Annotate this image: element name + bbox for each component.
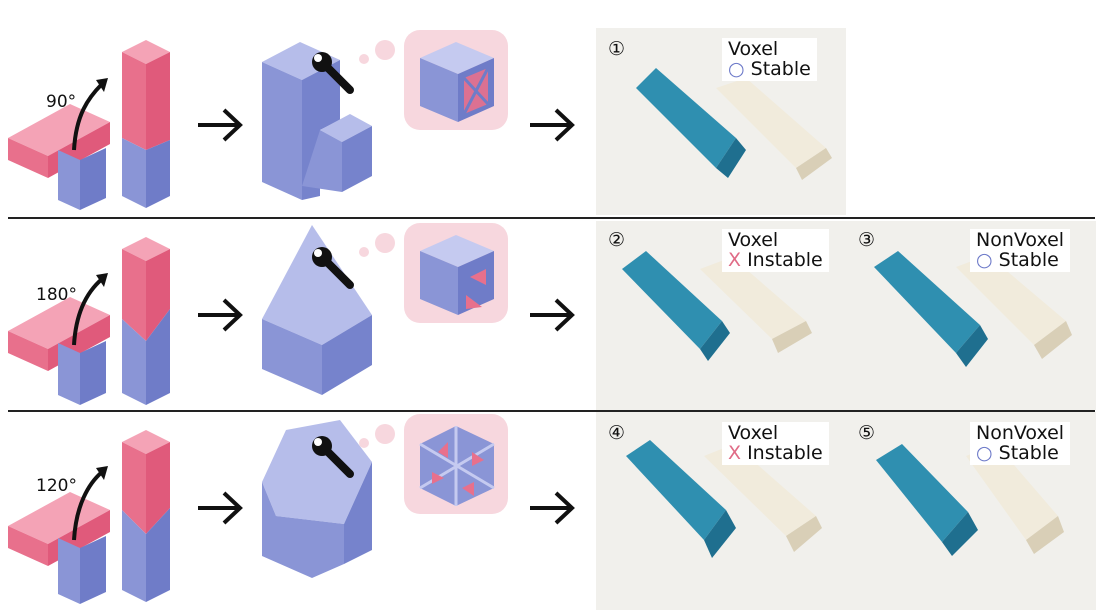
joined-column: [122, 237, 170, 405]
panel-number: ④: [608, 422, 626, 444]
row-divider: [8, 217, 1095, 219]
row-120-illustration: [8, 414, 575, 604]
panel-number: ①: [608, 38, 626, 60]
thought-bubble-icon: [359, 438, 369, 448]
row-90-illustration: [8, 30, 575, 210]
curved-arrow-icon: [72, 470, 104, 541]
panel-type: Voxel: [728, 229, 779, 251]
angle-label: 90°: [46, 92, 77, 112]
panel-number: ⑤: [858, 422, 876, 444]
joined-column: [122, 40, 170, 208]
panel-number: ③: [858, 229, 876, 251]
blue-post: [58, 148, 106, 210]
instable-mark-icon: X: [728, 249, 742, 271]
right-arrow-icon: [198, 108, 243, 142]
instable-mark-icon: X: [728, 442, 742, 464]
wrench-icon: [312, 52, 354, 94]
panel-type: NonVoxel: [976, 422, 1065, 444]
wrench-icon: [312, 247, 354, 289]
panel-result: Stable: [998, 442, 1059, 464]
right-arrow-icon: [198, 491, 243, 525]
panel-result: Instable: [747, 442, 823, 464]
right-arrow-icon: [198, 298, 243, 332]
stable-mark-icon: ○: [976, 249, 993, 271]
panel-label: Voxel X Instable: [722, 422, 829, 465]
row-120: 120° ④ Voxel X Instable ⑤ NonVoxel ○ Sta…: [0, 412, 1102, 610]
blue-block: [262, 225, 372, 395]
panel-label: NonVoxel ○ Stable: [970, 229, 1071, 272]
curved-arrow-icon: [72, 277, 104, 346]
blue-block: [262, 420, 372, 578]
curved-arrow-icon: [72, 82, 104, 151]
blue-post: [58, 341, 106, 405]
thought-bubble-icon: [359, 54, 369, 64]
panel-label: NonVoxel ○ Stable: [970, 422, 1071, 465]
panel-result: Stable: [750, 58, 811, 80]
panel-type: Voxel: [728, 422, 779, 444]
cube-cross-section: [419, 426, 495, 506]
blue-block: [262, 42, 372, 200]
row-180: 180° ② Voxel X Instable ③ NonVoxel ○ Sta…: [0, 219, 1102, 410]
joined-column: [122, 430, 170, 602]
panel-type: Voxel: [728, 38, 779, 60]
stable-mark-icon: ○: [728, 58, 745, 80]
row-180-illustration: [8, 223, 575, 405]
angle-label: 120°: [36, 476, 77, 496]
panel-result: Instable: [747, 249, 823, 271]
panel-label: Voxel X Instable: [722, 229, 829, 272]
angle-label: 180°: [36, 285, 77, 305]
thought-bubble-icon: [359, 247, 369, 257]
cube-cross-section: [420, 235, 494, 315]
panel-label: Voxel ○ Stable: [722, 38, 817, 81]
panel-type: NonVoxel: [976, 229, 1065, 251]
panel-number: ②: [608, 229, 626, 251]
panel-result: Stable: [998, 249, 1059, 271]
row-divider: [8, 410, 1095, 412]
cube-cross-section: [420, 42, 494, 122]
wrench-icon: [312, 436, 354, 478]
stable-mark-icon: ○: [976, 442, 993, 464]
photo-5: [846, 412, 1096, 610]
blue-post: [58, 536, 106, 604]
row-90: 90° ① Voxel ○ Stable: [0, 0, 1102, 215]
